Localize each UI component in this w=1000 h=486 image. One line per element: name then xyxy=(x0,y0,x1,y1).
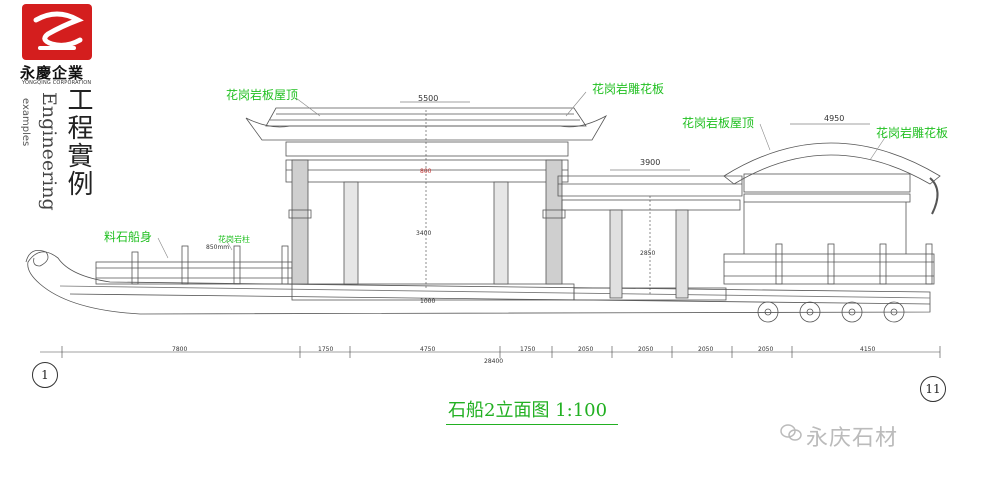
hull-outline xyxy=(27,251,931,315)
axis-marker-right: 11 xyxy=(920,376,946,402)
axis-marker-left: 1 xyxy=(32,362,58,388)
title-underline xyxy=(446,424,618,425)
label-pillar: 花岗岩柱 xyxy=(218,235,250,244)
dim-top-left: 5500 xyxy=(418,94,439,103)
dim-bottom-1: 7800 xyxy=(172,346,188,353)
dim-bottom-7: 2050 xyxy=(698,346,714,353)
dim-bottom-6: 2050 xyxy=(638,346,654,353)
label-carving-right: 花岗岩雕花板 xyxy=(876,126,949,140)
label-roof-left: 花岗岩板屋顶 xyxy=(226,88,299,102)
label-roof-right: 花岗岩板屋顶 xyxy=(682,116,755,130)
dim-total: 28400 xyxy=(484,358,504,365)
dim-bottom-3: 4750 xyxy=(420,346,436,353)
dimension-chain xyxy=(40,101,941,358)
left-railing xyxy=(95,245,293,285)
arched-pavilion-roof xyxy=(723,142,941,254)
drawing-title: 石船2立面图 1:100 xyxy=(448,400,608,421)
paddle-wheels xyxy=(757,301,905,323)
main-pillars xyxy=(288,159,566,285)
dim-height-mid: 2850 xyxy=(640,250,656,257)
hull-bow-scroll xyxy=(25,249,49,267)
engineering-title-cn: 工程實例 xyxy=(63,86,93,198)
label-hull: 料石船身 xyxy=(104,230,153,244)
dim-bottom-9: 4150 xyxy=(860,346,876,353)
right-railing xyxy=(723,243,935,285)
engineering-title-en: Engineering xyxy=(38,92,60,211)
company-logo xyxy=(22,4,92,60)
dim-base: 1000 xyxy=(420,298,436,305)
dim-small-rail: 850mm xyxy=(206,244,230,251)
dim-center-mark: 800 xyxy=(420,168,432,175)
dim-top-mid: 3900 xyxy=(640,158,661,167)
dim-bottom-4: 1750 xyxy=(520,346,536,353)
watermark-text: 永庆石材 xyxy=(806,426,899,451)
dim-bottom-8: 2050 xyxy=(758,346,774,353)
dim-top-right: 4950 xyxy=(824,114,845,123)
dim-bottom-2: 1750 xyxy=(318,346,334,353)
main-pavilion-roof xyxy=(245,107,608,183)
dim-height-main: 3400 xyxy=(416,230,432,237)
dim-bottom-5: 2050 xyxy=(578,346,594,353)
brand-name-en: YONGQING CORPORATION xyxy=(22,80,92,86)
wechat-icon xyxy=(780,424,802,442)
label-carving-center: 花岗岩雕花板 xyxy=(592,82,665,96)
brand-name-cn: 永慶企業 xyxy=(20,64,85,82)
corridor-roof xyxy=(557,175,743,299)
leader-lines xyxy=(157,91,887,259)
examples-label: examples xyxy=(20,98,31,147)
